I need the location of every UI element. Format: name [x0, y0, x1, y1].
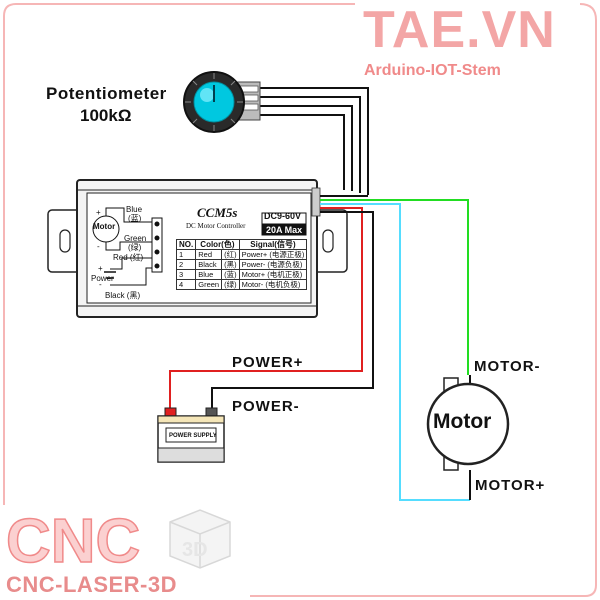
terminal-black-label: Black (黑)	[105, 291, 141, 300]
controller-name: CCM5s	[197, 205, 238, 220]
power-positive-label: POWER+	[232, 354, 304, 371]
table-cell: 1	[175, 249, 197, 260]
table-cell: 3	[175, 269, 197, 280]
table-cell: (红)	[221, 249, 240, 260]
table-header: Color(色)	[195, 239, 240, 250]
table-header: NO.	[175, 239, 197, 250]
controller-current: 20A Max	[266, 225, 303, 235]
table-cell: Power- (电源负极)	[238, 259, 308, 270]
schematic-motor-label: Motor	[93, 222, 116, 231]
table-cell: Motor- (电机负极)	[238, 279, 308, 290]
table-row: 1 Red (红) Power+ (电源正极)	[175, 249, 308, 260]
controller-schematic	[92, 207, 307, 286]
motor	[426, 375, 510, 500]
motor-label: Motor	[433, 410, 492, 433]
motor-negative-label: MOTOR-	[474, 358, 541, 375]
motor-plus-sign: +	[96, 208, 101, 217]
potentiometer-wires	[258, 87, 369, 195]
table-cell: Motor+ (电机正极)	[238, 269, 308, 280]
terminal-blue-label: Blue	[126, 205, 143, 214]
motor-positive-label: MOTOR+	[475, 477, 546, 494]
terminal-green-cn-label: (绿)	[128, 243, 142, 252]
table-cell: 4	[175, 279, 197, 290]
table-cell: Blue	[195, 269, 223, 280]
wire-color-table: NO. Color(色) Signal(信号) 1 Red (红) Power+…	[175, 239, 308, 290]
power-minus-sign: -	[99, 280, 102, 289]
power-plus-sign: +	[98, 264, 103, 273]
power-supply-label: POWER SUPPLY	[169, 433, 217, 439]
controller-voltage: DC9-60V	[264, 211, 302, 221]
footer-brand: CNC-LASER-3D	[6, 572, 177, 597]
terminal-green-label: Green	[124, 234, 147, 243]
potentiometer-title: Potentiometer	[46, 84, 167, 103]
table-cell: Red	[195, 249, 223, 260]
table-row: 3 Blue (蓝) Motor+ (电机正极)	[175, 269, 308, 280]
terminal-red-label: Red (红)	[113, 253, 144, 262]
controller-output-wires	[169, 195, 470, 501]
table-cell: (绿)	[221, 279, 240, 290]
table-cell: Green	[195, 279, 223, 290]
controller-subtitle: DC Motor Controller	[186, 222, 246, 230]
table-cell: (蓝)	[221, 269, 240, 280]
potentiometer-value: 100kΩ	[80, 106, 132, 125]
potentiometer	[183, 71, 261, 133]
table-cell: Power+ (电源正极)	[238, 249, 308, 260]
brand-name: TAE.VN	[363, 1, 556, 59]
power-negative-label: POWER-	[232, 398, 300, 415]
frame-border	[3, 3, 597, 597]
logo-cube-text: 3D	[182, 539, 208, 561]
cnc-logo: CNC 3D	[5, 506, 231, 577]
table-row: 2 Black (黑) Power- (电源负极)	[175, 259, 308, 270]
table-header: Signal(信号)	[238, 239, 308, 250]
motor-minus-sign: -	[97, 242, 100, 251]
logo-text: CNC	[6, 507, 140, 576]
terminal-power-label: Power	[91, 274, 114, 283]
terminal-blue-cn-label: (蓝)	[128, 214, 142, 223]
table-header-row: NO. Color(色) Signal(信号)	[175, 239, 308, 250]
table-cell: 2	[175, 259, 197, 270]
table-row: 4 Green (绿) Motor- (电机负极)	[175, 279, 308, 290]
brand-tagline: Arduino-IOT-Stem	[364, 62, 501, 79]
table-cell: Black	[195, 259, 223, 270]
power-supply	[157, 407, 225, 463]
table-cell: (黑)	[221, 259, 240, 270]
